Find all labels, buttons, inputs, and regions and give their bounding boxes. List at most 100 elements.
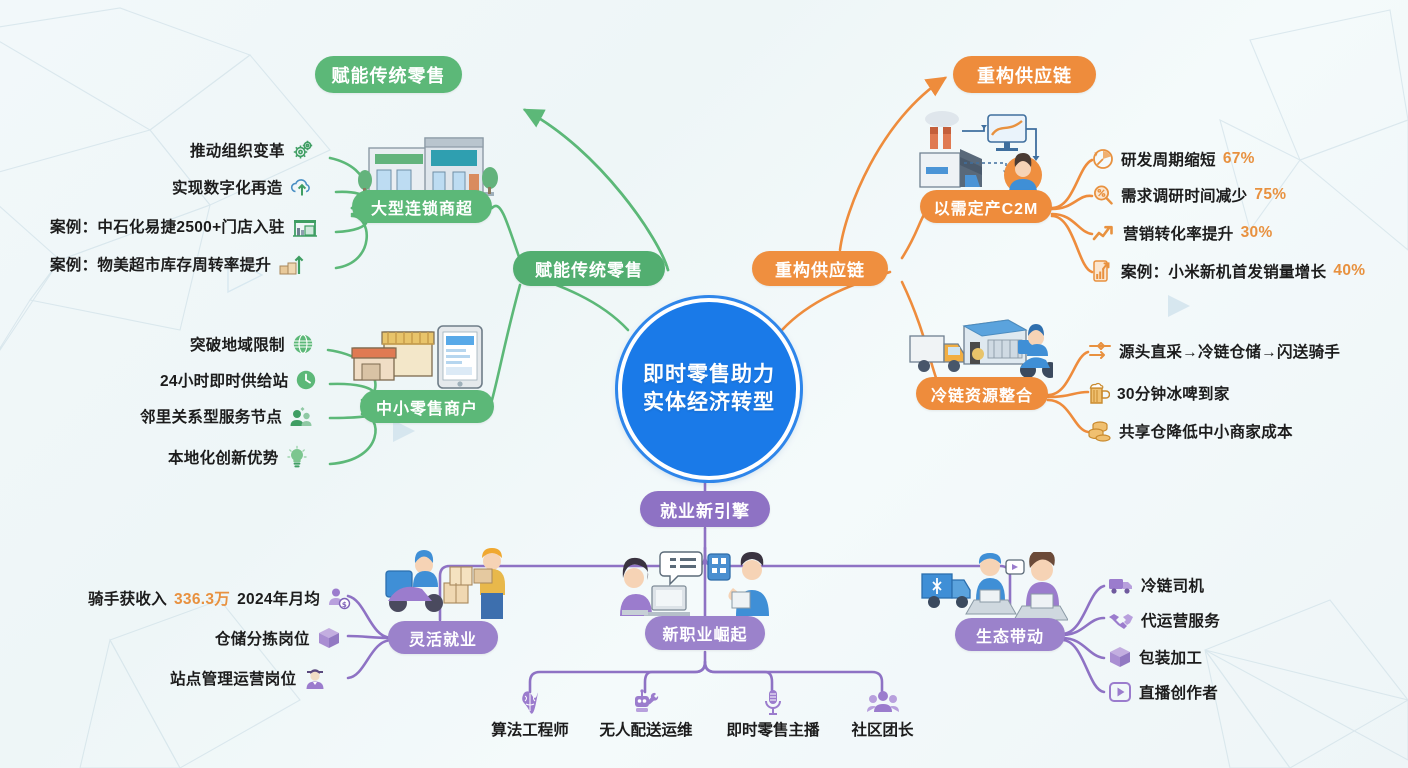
leaf-text: 无人配送运维 bbox=[599, 722, 693, 739]
node-label: 以需定产C2M bbox=[933, 200, 1039, 218]
handshake-icon bbox=[1108, 610, 1134, 630]
node-new-professions[interactable]: 新职业崛起 bbox=[645, 616, 765, 650]
illustration-supermarket-building bbox=[358, 137, 498, 196]
svg-text:$: $ bbox=[342, 601, 347, 609]
pie-clock-icon bbox=[1092, 148, 1114, 170]
play-button-icon bbox=[1108, 681, 1132, 703]
leaf-text: 仓储分拣岗位 bbox=[215, 631, 310, 648]
leaf-source-direct[interactable]: 源头直采→冷链仓储→闪送骑手 bbox=[1088, 340, 1340, 362]
node-ecosystem-drive[interactable]: 生态带动 bbox=[955, 618, 1065, 651]
leaf-station-mgmt[interactable]: 站点管理运营岗位 bbox=[170, 666, 327, 690]
illustration-factory-to-consumer bbox=[919, 111, 1042, 194]
leaf-algorithm-engineer[interactable]: 算法工程师 bbox=[470, 688, 590, 740]
leaf-value: 30% bbox=[1240, 224, 1273, 241]
node-label: 大型连锁商超 bbox=[370, 200, 473, 218]
branch-header-label: 赋能传统零售 bbox=[331, 65, 446, 86]
branch-label-text: 重构供应链 bbox=[775, 261, 865, 280]
illustration-office-workers bbox=[620, 551, 769, 616]
illustration-rider-and-worker bbox=[385, 548, 505, 619]
leaf-retail-streamer[interactable]: 即时零售主播 bbox=[712, 688, 834, 740]
leaf-marketing-conv[interactable]: 营销转化率提升 30% bbox=[1092, 222, 1273, 244]
central-topic[interactable]: 即时零售助力 实体经济转型 bbox=[618, 298, 800, 480]
leaf-globe[interactable]: 突破地域限制 bbox=[190, 333, 314, 355]
brain-icon bbox=[470, 688, 590, 716]
gears-icon bbox=[292, 139, 314, 161]
node-label: 冷链资源整合 bbox=[930, 387, 1033, 405]
box-icon bbox=[1108, 645, 1132, 669]
truck-icon bbox=[1108, 575, 1134, 595]
branch-label-enable-retail[interactable]: 赋能传统零售 bbox=[513, 251, 665, 286]
leaf-xiaomi-case[interactable]: 案例：小米新机首发销量增长 40% bbox=[1092, 259, 1365, 283]
leaf-text: 站点管理运营岗位 bbox=[170, 671, 297, 688]
branch-label-text: 就业新引擎 bbox=[660, 501, 750, 521]
leaf-text: 即时零售主播 bbox=[726, 722, 820, 739]
leaf-value: 75% bbox=[1254, 186, 1287, 203]
leaf-gears[interactable]: 推动组织变革 bbox=[190, 139, 314, 161]
cloud-upload-icon bbox=[290, 176, 314, 198]
leaf-text: 营销转化率提升 bbox=[1123, 226, 1234, 243]
leaf-storefront[interactable]: 案例：中石化易捷2500+门店入驻 bbox=[50, 214, 318, 238]
person-money-icon: $ bbox=[327, 586, 351, 610]
branch-header-rebuild-supply[interactable]: 重构供应链 bbox=[953, 56, 1096, 93]
people-icon bbox=[289, 405, 313, 427]
node-large-chain[interactable]: 大型连锁商超 bbox=[352, 190, 492, 223]
leaf-live-creator[interactable]: 直播创作者 bbox=[1108, 681, 1218, 703]
leaf-boxes-up[interactable]: 案例：物美超市库存周转率提升 bbox=[50, 252, 304, 276]
leaf-text: 案例：小米新机首发销量增长 bbox=[1121, 264, 1327, 281]
node-label: 中小零售商户 bbox=[375, 400, 478, 418]
leaf-value: 40% bbox=[1333, 262, 1366, 279]
leaf-demand-research[interactable]: 需求调研时间减少 75% bbox=[1092, 184, 1286, 206]
leaf-text: 30分钟冰啤到家 bbox=[1117, 386, 1230, 403]
illustration-cold-truck-laptops bbox=[921, 552, 1068, 621]
leaf-cold-driver[interactable]: 冷链司机 bbox=[1108, 574, 1204, 596]
node-cold-chain[interactable]: 冷链资源整合 bbox=[916, 377, 1048, 410]
leaf-text: 案例：物美超市库存周转率提升 bbox=[50, 257, 272, 274]
leaf-rider-income[interactable]: $ 2024年月均 336.3万骑手获收入 bbox=[88, 586, 351, 610]
leaf-sorting-jobs[interactable]: 仓储分拣岗位 bbox=[215, 626, 341, 650]
leaf-people[interactable]: 邻里关系型服务节点 bbox=[140, 405, 313, 427]
leaf-agency-ops[interactable]: 代运营服务 bbox=[1108, 609, 1220, 631]
node-c2m[interactable]: 以需定产C2M bbox=[920, 190, 1052, 223]
clock-icon bbox=[295, 369, 317, 391]
illustration-shop-tablet bbox=[351, 325, 483, 389]
lightbulb-icon bbox=[286, 445, 308, 469]
leaf-cloud-upload[interactable]: 实现数字化再造 bbox=[172, 176, 314, 198]
leaf-community-leader[interactable]: 社区团长 bbox=[835, 688, 930, 740]
leaf-text: 冷链司机 bbox=[1141, 578, 1205, 595]
leaf-text: 代运营服务 bbox=[1141, 613, 1221, 630]
leaf-text: 社区团长 bbox=[851, 722, 914, 739]
leaf-unmanned-ops[interactable]: 无人配送运维 bbox=[585, 688, 707, 740]
phone-chart-icon bbox=[1092, 259, 1114, 283]
microphone-icon bbox=[712, 688, 834, 716]
leaf-packaging[interactable]: 包装加工 bbox=[1108, 645, 1202, 669]
node-flexible-employment[interactable]: 灵活就业 bbox=[388, 621, 498, 654]
branch-label-employment-engine[interactable]: 就业新引擎 bbox=[640, 491, 770, 527]
leaf-value: 336.3万 bbox=[174, 591, 231, 608]
leaf-text: 案例：中石化易捷2500+门店入驻 bbox=[50, 219, 285, 236]
leaf-text: 需求调研时间减少 bbox=[1121, 188, 1248, 205]
robot-wrench-icon bbox=[585, 688, 707, 716]
leaf-suffix: 骑手获收入 bbox=[88, 591, 168, 608]
leaf-beer-30min[interactable]: 30分钟冰啤到家 bbox=[1088, 381, 1230, 405]
branch-header-enable-retail[interactable]: 赋能传统零售 bbox=[315, 56, 462, 93]
trend-up-icon bbox=[1092, 223, 1116, 243]
center-line-2: 实体经济转型 bbox=[643, 391, 775, 414]
node-sme-retail[interactable]: 中小零售商户 bbox=[360, 390, 494, 423]
leaf-value: 67% bbox=[1222, 150, 1255, 167]
branch-label-text: 赋能传统零售 bbox=[535, 261, 643, 280]
leaf-text: 推动组织变革 bbox=[190, 143, 285, 160]
leaf-text: 实现数字化再造 bbox=[172, 180, 283, 197]
leaf-clock[interactable]: 24小时即时供给站 bbox=[160, 369, 317, 391]
leaf-text: 本地化创新优势 bbox=[168, 450, 279, 467]
beer-mug-icon bbox=[1088, 381, 1111, 405]
branch-label-rebuild-supply[interactable]: 重构供应链 bbox=[752, 251, 888, 286]
leaf-prefix: 2024年月均 bbox=[237, 591, 321, 608]
leaf-shared-warehouse[interactable]: 共享仓降低中小商家成本 bbox=[1088, 419, 1293, 443]
boxes-up-arrow-icon bbox=[278, 252, 304, 276]
leaf-lightbulb[interactable]: 本地化创新优势 bbox=[168, 445, 308, 469]
coins-icon bbox=[1088, 419, 1112, 443]
magnifier-percent-icon bbox=[1092, 184, 1114, 206]
leaf-text: 源头直采→冷链仓储→闪送骑手 bbox=[1119, 344, 1341, 361]
